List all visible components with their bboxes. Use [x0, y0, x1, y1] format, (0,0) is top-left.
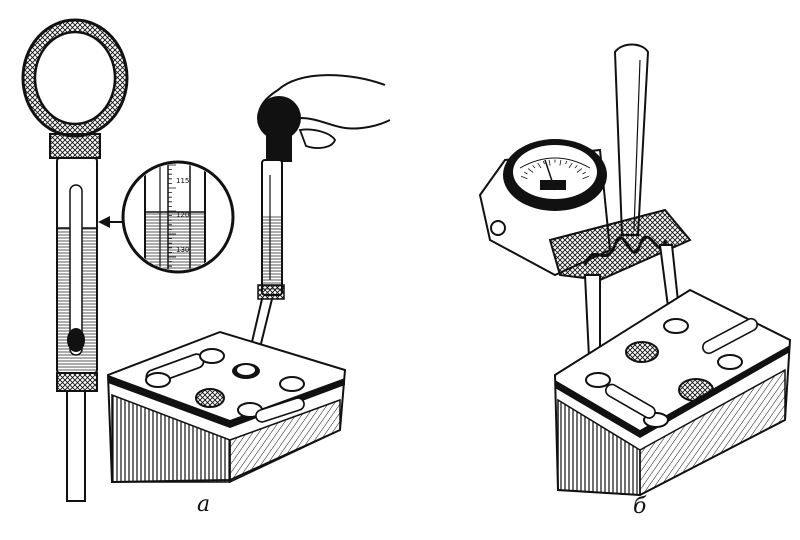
dial-tick-mark [565, 160, 568, 165]
dial-tick-mark [520, 175, 528, 180]
hydrometer-nozzle [66, 390, 86, 502]
dial-tick-mark [582, 175, 590, 180]
hydrometer-float [69, 184, 83, 356]
dial-tick-mark [582, 171, 586, 175]
dial-tick-mark [527, 168, 534, 173]
hydrometer [21, 18, 129, 502]
dial-tick-mark [559, 159, 562, 166]
dial-tick-mark [542, 160, 545, 165]
battery-right [553, 288, 792, 497]
scale-tick-label: 130 [176, 246, 189, 254]
hydrometer-in-use [244, 96, 301, 373]
tester-handle [613, 43, 650, 236]
hydrometer-collar [49, 133, 101, 159]
load-tester [478, 43, 692, 380]
dial-tick-mark [548, 159, 551, 166]
scale-magnifier: 115 120 130 [121, 160, 235, 274]
dial-tick-mark [574, 165, 578, 169]
dial-tick-mark [524, 171, 528, 175]
panel-b-caption: б [633, 494, 647, 519]
dial-tick-mark [532, 165, 536, 169]
scale-tick-label: 120 [176, 211, 189, 219]
panel-a-caption: а [197, 492, 211, 517]
battery-left [106, 330, 347, 484]
dial-tick-mark [568, 162, 573, 169]
scale-tick-label: 115 [176, 177, 189, 185]
dial-tick-mark [537, 162, 542, 169]
dial-tick-mark [576, 168, 583, 173]
